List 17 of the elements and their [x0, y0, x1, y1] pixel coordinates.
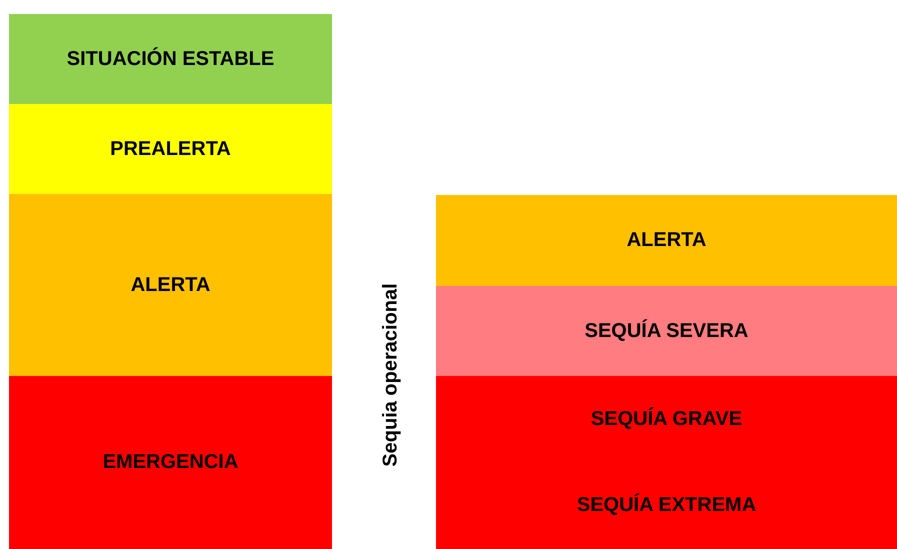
level-band: [436, 286, 897, 376]
level-label: SEQUÍA SEVERA: [584, 320, 748, 342]
level-band: [9, 104, 332, 194]
level-label: ALERTA: [130, 274, 210, 296]
level-label: ALERTA: [626, 229, 706, 252]
axis-label: Sequia operacional: [380, 283, 402, 467]
level-label: SEQUÍA GRAVE: [590, 408, 742, 430]
level-label: SITUACIÓN ESTABLE: [66, 48, 274, 70]
level-band: [9, 376, 332, 549]
level-band: [436, 195, 897, 286]
level-label: PREALERTA: [110, 138, 231, 160]
level-band: [436, 376, 897, 462]
level-band: [9, 194, 332, 376]
level-band: [436, 462, 897, 549]
level-label: EMERGENCIA: [102, 451, 238, 474]
level-label: SEQUÍA EXTREMA: [576, 494, 756, 517]
level-band: [9, 14, 332, 104]
